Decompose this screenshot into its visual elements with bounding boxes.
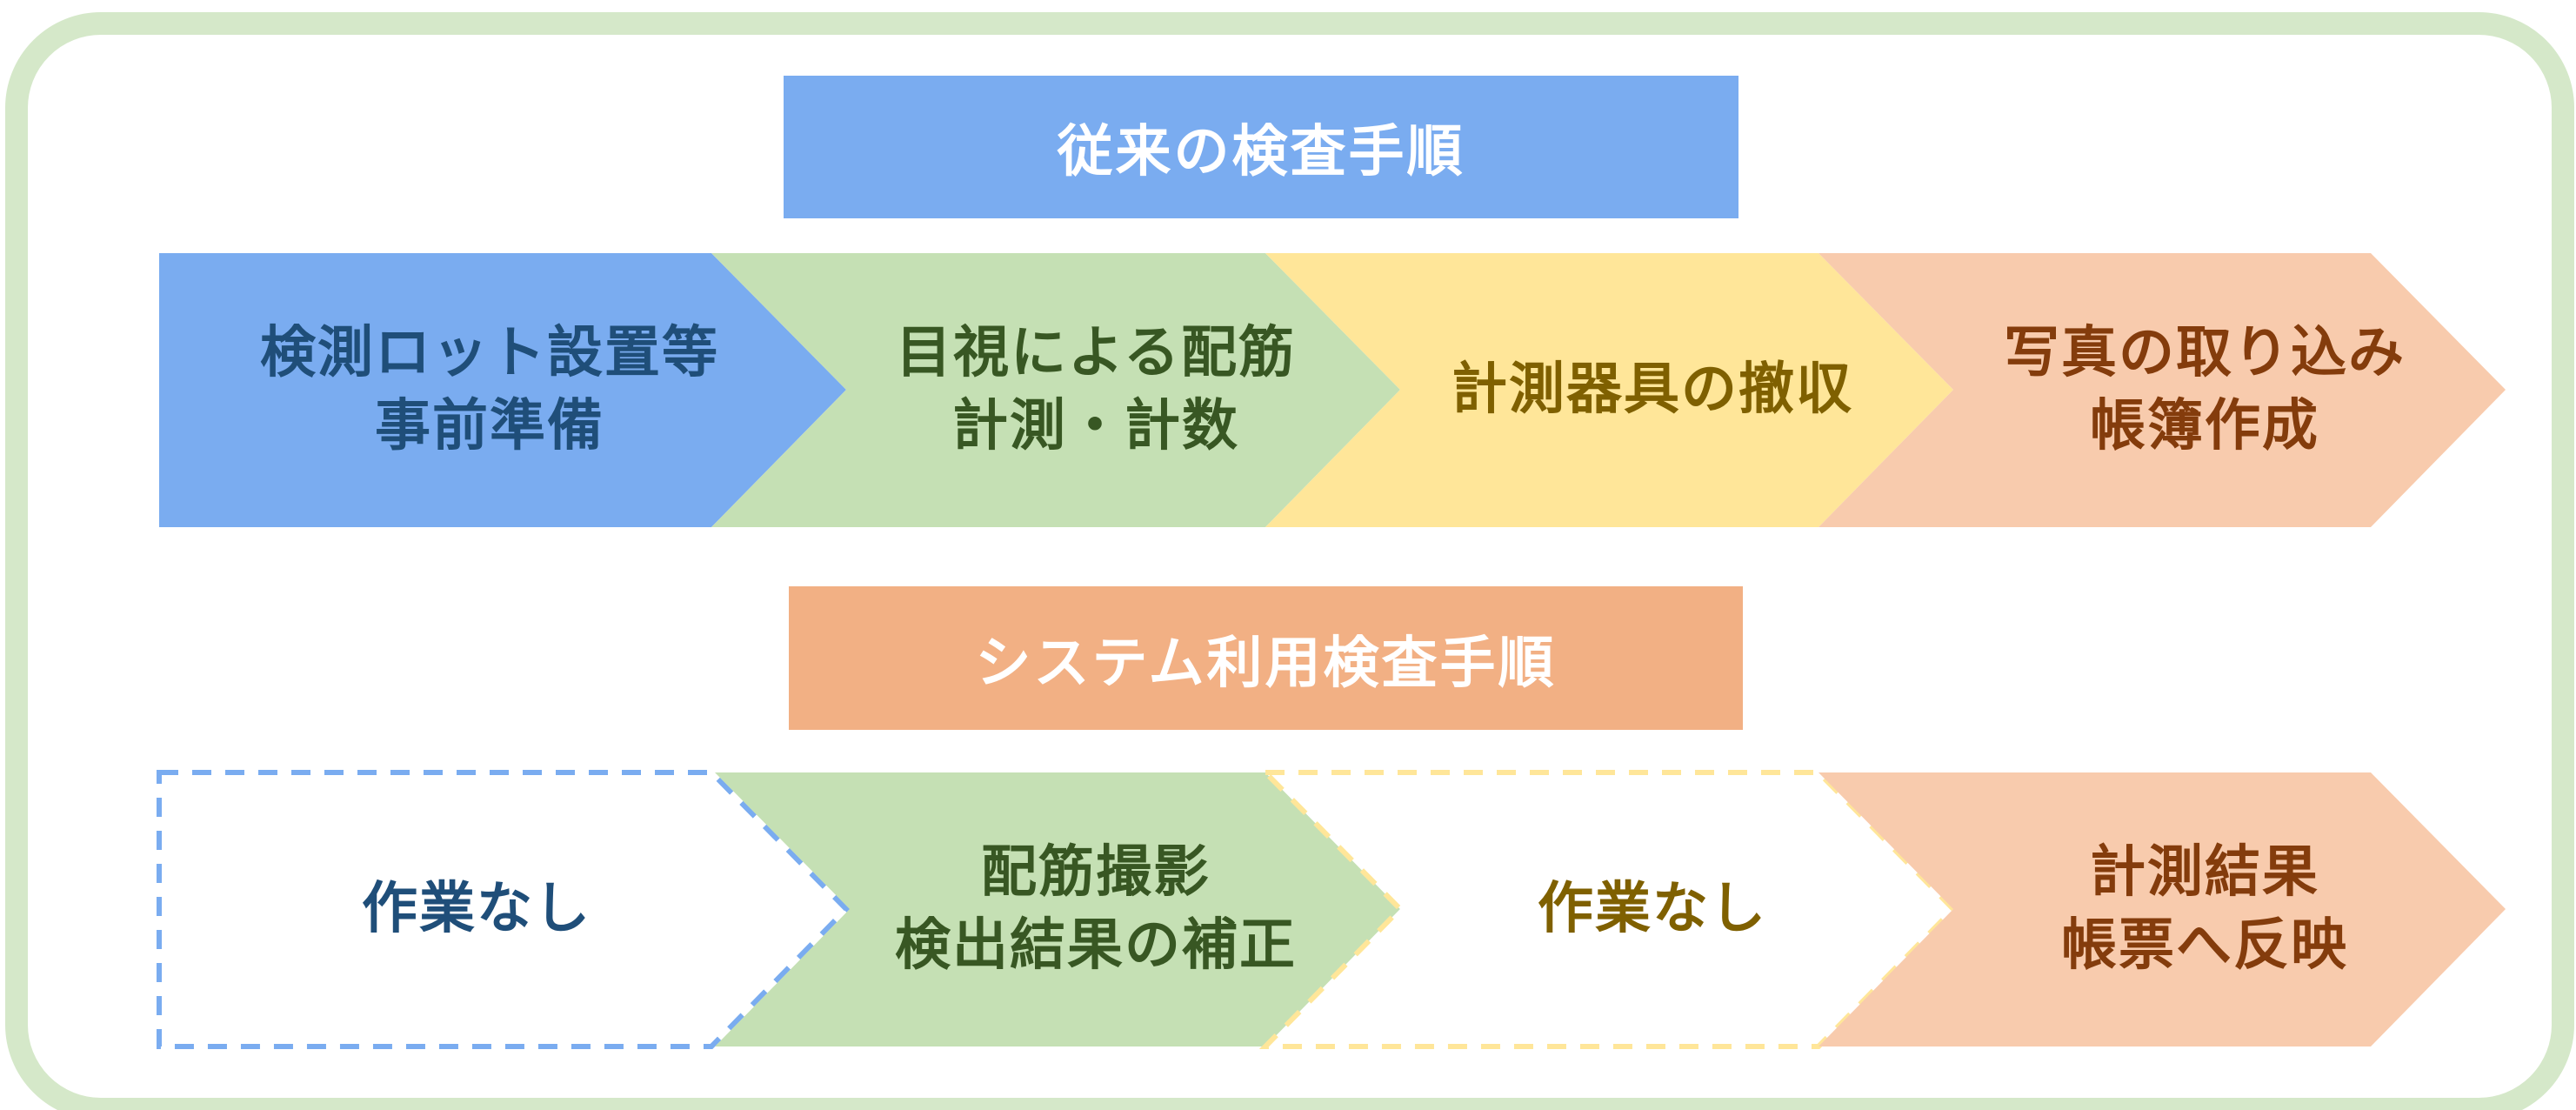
sys-step-2-label: 配筋撮影 検出結果の補正 [895,840,1297,978]
chevron-conv-2 [711,253,1400,527]
sys-step-4-label: 計測結果 帳票へ反映 [2061,840,2348,978]
system-title: システム利用検査手順 [789,586,1743,730]
chevron-sys-4 [1819,772,2506,1046]
chevron-sys-1 [157,770,851,1049]
conv-step-4-label: 写真の取り込み 帳簿作成 [2004,321,2406,458]
chevron-conv-4 [1819,253,2506,527]
conv-step-1-label: 検測ロット設置等 事前準備 [260,321,719,458]
conv-step-2-label: 目視による配筋 計測・計数 [895,321,1297,458]
sys-step-3-label: 作業なし [1538,876,1767,941]
chevron-conv-1 [159,253,846,527]
conv-step-3-label: 計測器具の撤収 [1452,357,1853,422]
chevron-sys-2 [715,772,1400,1046]
conventional-title: 従来の検査手順 [784,76,1738,218]
sys-step-1-label: 作業なし [362,876,591,941]
chevron-conv-3 [1265,253,1953,527]
